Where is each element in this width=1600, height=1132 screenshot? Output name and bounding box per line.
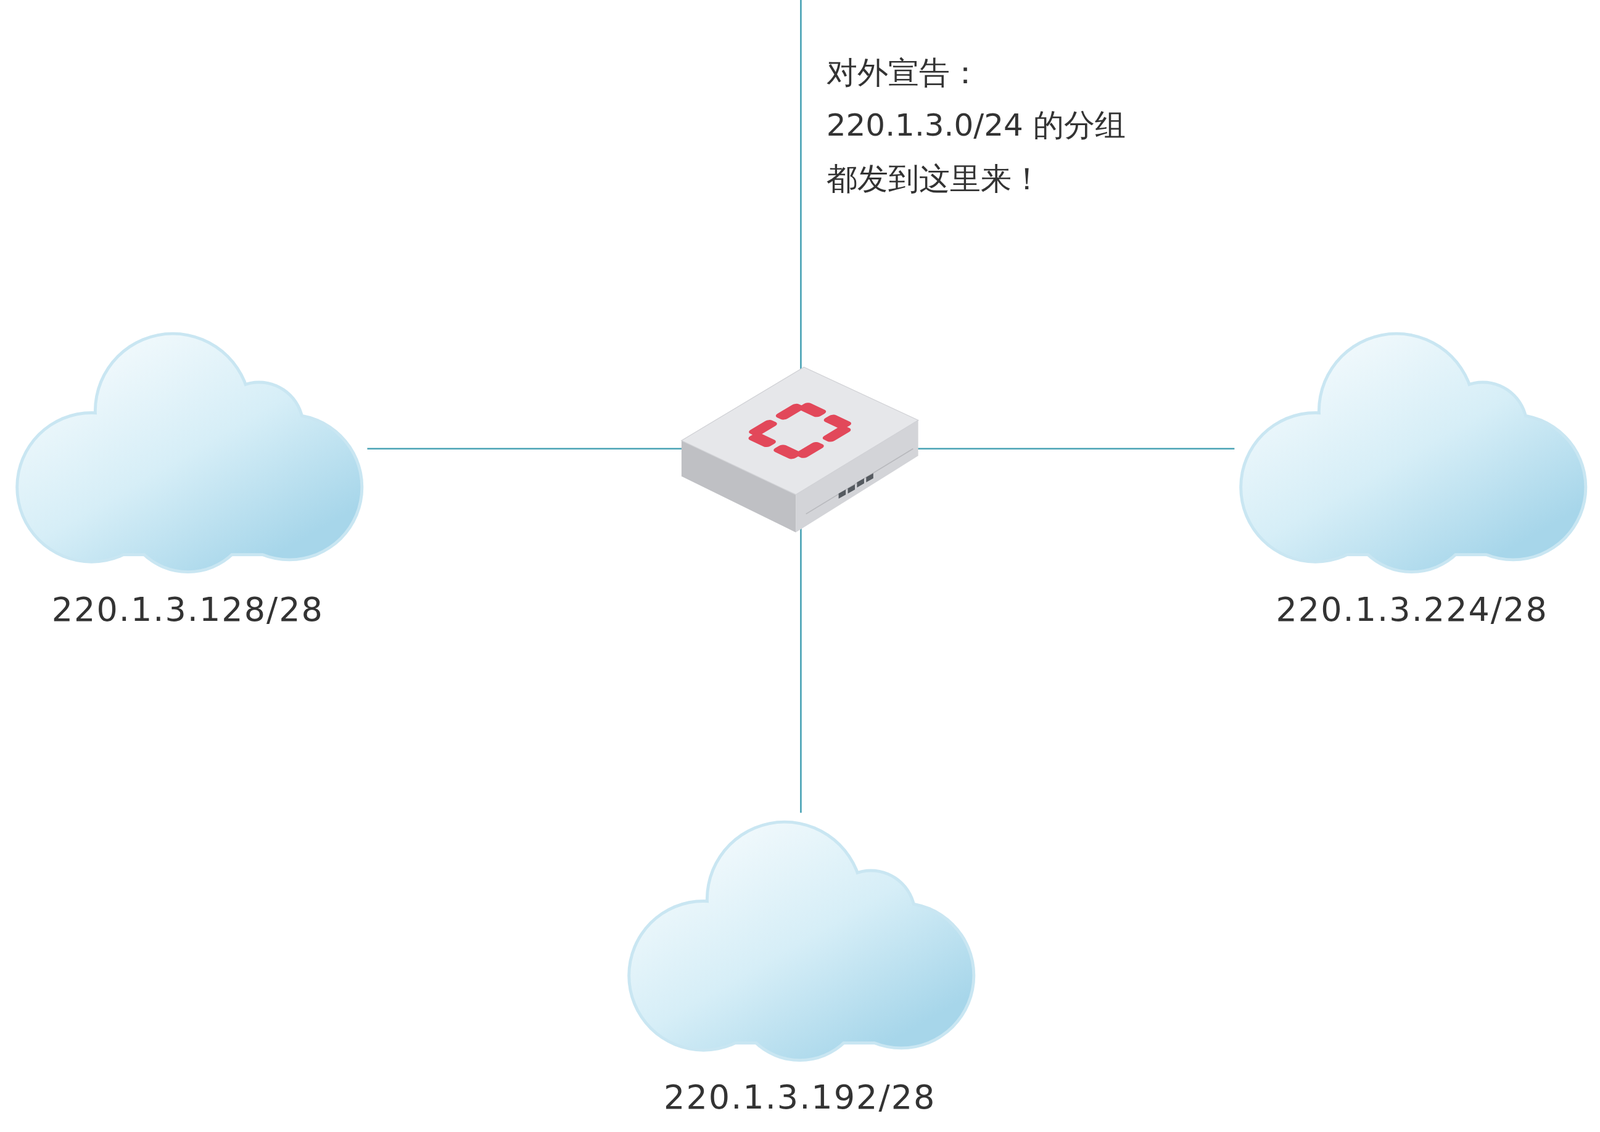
subnet-label: 220.1.3.128/28 <box>51 591 324 628</box>
subnet-label: 220.1.3.192/28 <box>663 1079 936 1116</box>
router-device <box>681 367 919 533</box>
cloud-shape <box>622 812 978 1063</box>
cloud-shape <box>1234 324 1590 575</box>
network-links <box>367 0 1235 813</box>
link-line <box>367 447 694 450</box>
router-ports <box>838 473 874 499</box>
uplink-line <box>800 0 802 373</box>
announcement-note: 都发到这里来！ <box>826 161 1043 198</box>
router-top <box>681 367 919 495</box>
announcement-note: 对外宣告： <box>826 55 981 92</box>
network-cloud: 220.1.3.224/28 <box>1234 324 1590 641</box>
router-trim <box>806 449 914 515</box>
announcement-note: 220.1.3.0/24 的分组 <box>826 107 1126 144</box>
network-cloud: 220.1.3.128/28 <box>10 324 366 641</box>
link-line <box>800 525 802 813</box>
cloud-shape <box>10 324 366 575</box>
subnet-label: 220.1.3.224/28 <box>1276 591 1549 628</box>
link-line <box>907 447 1235 450</box>
router-logo <box>740 399 860 463</box>
network-cloud: 220.1.3.192/28 <box>622 812 978 1129</box>
